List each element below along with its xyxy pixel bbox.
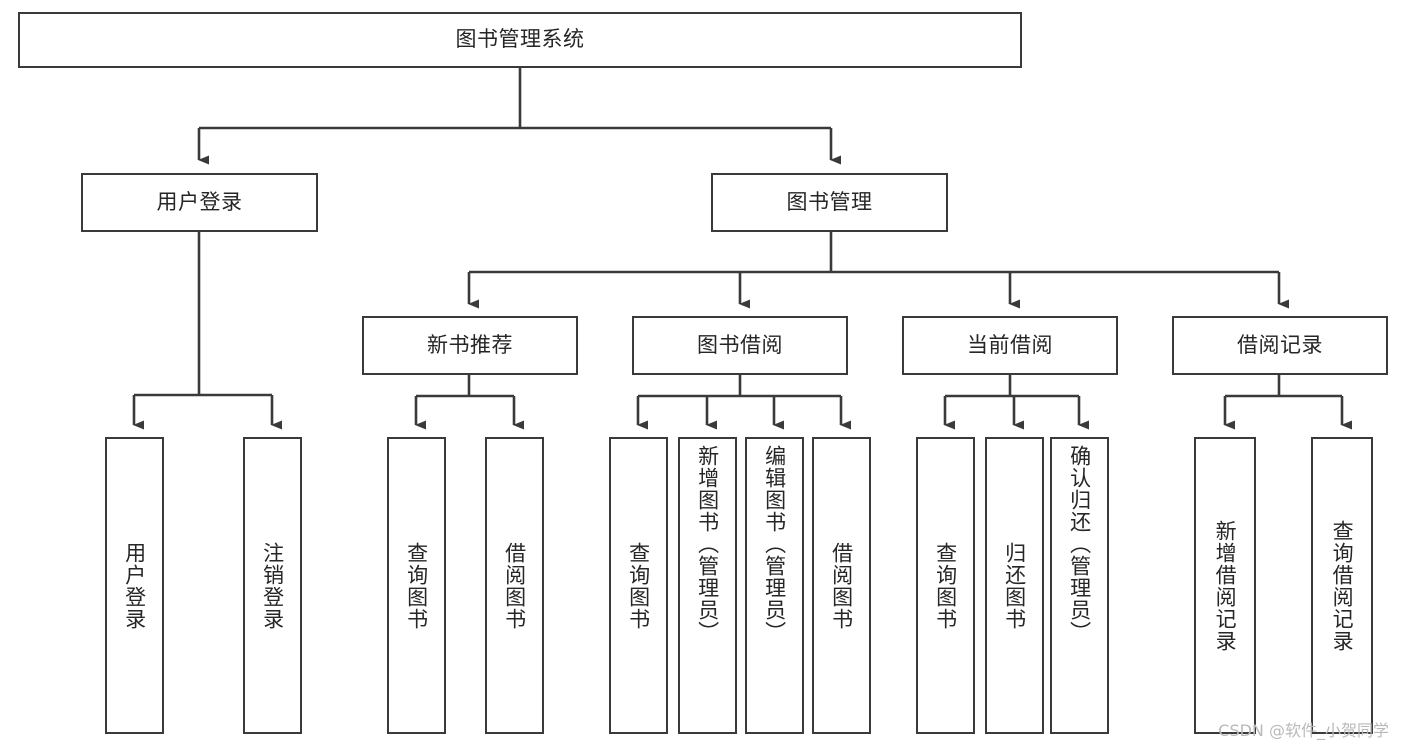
- leaf-query-book-2-label: 查询图书: [626, 541, 651, 630]
- node-user-login-label: 用户登录: [156, 189, 243, 214]
- connector-book-borrow-to-leaves: [636, 375, 851, 430]
- leaf-edit-book-label: 编辑图书（管理员）: [762, 445, 787, 643]
- leaf-query-book-2[interactable]: 查询图书: [609, 437, 668, 734]
- leaf-return-book-label: 归还图书: [1002, 541, 1027, 630]
- leaf-return-book[interactable]: 归还图书: [985, 437, 1044, 734]
- leaf-add-record-label: 新增借阅记录: [1213, 519, 1238, 652]
- node-new-book-recommend-label: 新书推荐: [427, 332, 513, 357]
- leaf-add-book[interactable]: 新增图书（管理员）: [678, 437, 737, 734]
- node-user-login[interactable]: 用户登录: [81, 173, 318, 232]
- leaf-query-book-3[interactable]: 查询图书: [916, 437, 975, 734]
- leaf-user-logout-label: 注销登录: [260, 541, 285, 630]
- node-borrow-record[interactable]: 借阅记录: [1172, 316, 1388, 375]
- connector-user-login-to-leaves: [132, 232, 282, 430]
- leaf-add-book-label: 新增图书（管理员）: [695, 445, 720, 643]
- connector-new-book-recommend-to-leaves: [414, 375, 524, 430]
- leaf-confirm-return[interactable]: 确认归还（管理员）: [1050, 437, 1109, 734]
- connector-root-to-level2: [197, 68, 841, 165]
- leaf-query-record-label: 查询借阅记录: [1330, 519, 1355, 652]
- leaf-query-book-1-label: 查询图书: [404, 541, 429, 630]
- leaf-edit-book[interactable]: 编辑图书（管理员）: [745, 437, 804, 734]
- node-current-borrow-label: 当前借阅: [967, 332, 1053, 357]
- leaf-borrow-book-1-label: 借阅图书: [502, 541, 527, 630]
- leaf-borrow-book-2[interactable]: 借阅图书: [812, 437, 871, 734]
- node-book-borrow[interactable]: 图书借阅: [632, 316, 848, 375]
- node-book-manage-label: 图书管理: [786, 189, 873, 214]
- leaf-borrow-book-1[interactable]: 借阅图书: [485, 437, 544, 734]
- leaf-query-book-3-label: 查询图书: [933, 541, 958, 630]
- leaf-borrow-book-2-label: 借阅图书: [829, 541, 854, 630]
- node-borrow-record-label: 借阅记录: [1237, 332, 1323, 357]
- node-new-book-recommend[interactable]: 新书推荐: [362, 316, 578, 375]
- node-book-manage[interactable]: 图书管理: [711, 173, 948, 232]
- connector-current-borrow-to-leaves: [943, 375, 1089, 430]
- leaf-confirm-return-label: 确认归还（管理员）: [1067, 445, 1092, 643]
- leaf-query-book-1[interactable]: 查询图书: [387, 437, 446, 734]
- leaf-add-record[interactable]: 新增借阅记录: [1194, 437, 1256, 734]
- leaf-user-login-label: 用户登录: [122, 541, 147, 630]
- connector-book-manage-to-level3: [467, 232, 1289, 309]
- connector-borrow-record-to-leaves: [1223, 375, 1352, 430]
- leaf-query-record[interactable]: 查询借阅记录: [1311, 437, 1373, 734]
- node-book-borrow-label: 图书借阅: [697, 332, 783, 357]
- leaf-user-logout[interactable]: 注销登录: [243, 437, 302, 734]
- leaf-user-login[interactable]: 用户登录: [105, 437, 164, 734]
- node-root[interactable]: 图书管理系统: [18, 12, 1022, 68]
- node-current-borrow[interactable]: 当前借阅: [902, 316, 1118, 375]
- node-root-label: 图书管理系统: [455, 27, 585, 52]
